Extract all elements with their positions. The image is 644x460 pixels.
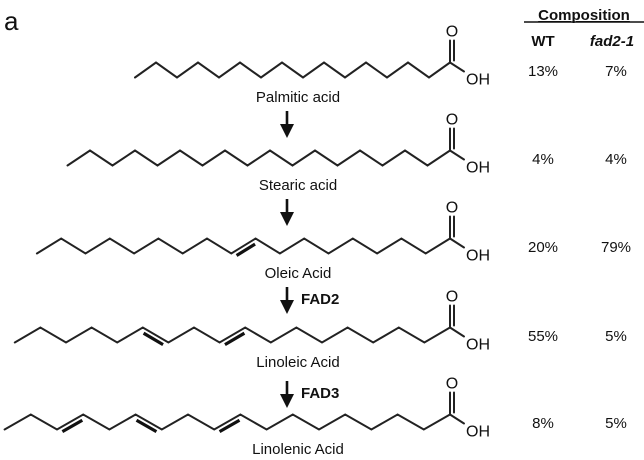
wt-percentage: 13%	[528, 63, 558, 80]
double-bond	[235, 242, 256, 257]
double-bonds	[61, 418, 241, 433]
carbon-chain	[3, 413, 451, 431]
mutant-column-header: fad2-1	[590, 33, 634, 50]
oxygen-label: O	[446, 289, 458, 306]
hydroxyl-label: OH	[466, 248, 490, 265]
molecule-row-palmitic: O OH Palmitic acid 13% 7%	[134, 24, 627, 106]
reaction-arrow-fad3: FAD3	[280, 381, 339, 408]
double-bond	[135, 418, 158, 433]
acid-name: Linolenic Acid	[252, 441, 344, 458]
acid-name: Oleic Acid	[265, 265, 332, 282]
panel-label: a	[4, 6, 19, 36]
hydroxyl-bond	[449, 237, 465, 249]
hydroxyl-label: OH	[466, 72, 490, 89]
wt-percentage: 55%	[528, 328, 558, 345]
hydroxyl-bond	[449, 61, 465, 73]
reaction-arrow-2	[280, 199, 294, 226]
enzyme-label: FAD3	[301, 385, 339, 402]
hydroxyl-bond	[449, 413, 465, 425]
double-bond	[61, 418, 84, 433]
wt-percentage: 20%	[528, 239, 558, 256]
double-bond	[224, 331, 246, 346]
hydroxyl-label: OH	[466, 337, 490, 354]
molecule-row-linolenic: O OH Linolenic Acid 8% 5%	[3, 376, 627, 458]
mutant-percentage: 5%	[605, 415, 627, 432]
carbon-chain	[13, 326, 451, 344]
molecule-row-stearic: O OH Stearic acid 4% 4%	[66, 112, 627, 194]
hydroxyl-bond	[449, 326, 465, 338]
double-bond	[142, 331, 164, 346]
double-bonds	[235, 242, 256, 257]
wt-percentage: 4%	[532, 151, 554, 168]
mutant-percentage: 79%	[601, 239, 631, 256]
oxygen-label: O	[446, 112, 458, 129]
wt-column-header: WT	[531, 33, 554, 50]
wt-percentage: 8%	[532, 415, 554, 432]
double-bonds	[142, 331, 246, 346]
mutant-percentage: 5%	[605, 328, 627, 345]
molecule-row-oleic: O OH Oleic Acid 20% 79%	[35, 200, 631, 282]
hydroxyl-bond	[449, 149, 465, 161]
carbon-chain	[35, 237, 451, 255]
acid-name: Palmitic acid	[256, 89, 340, 106]
carbon-chain	[66, 149, 451, 167]
acid-name: Stearic acid	[259, 177, 337, 194]
reaction-arrow-1	[280, 111, 294, 138]
enzyme-label: FAD2	[301, 291, 339, 308]
mutant-percentage: 7%	[605, 63, 627, 80]
oxygen-label: O	[446, 200, 458, 217]
hydroxyl-label: OH	[466, 424, 490, 441]
oxygen-label: O	[446, 376, 458, 393]
composition-header: Composition	[538, 7, 630, 24]
double-bond	[218, 418, 241, 433]
molecule-row-linoleic: O OH Linoleic Acid 55% 5%	[13, 289, 627, 371]
carbon-chain	[134, 61, 451, 79]
hydroxyl-label: OH	[466, 160, 490, 177]
acid-name: Linoleic Acid	[256, 354, 339, 371]
mutant-percentage: 4%	[605, 151, 627, 168]
reaction-arrow-fad2: FAD2	[280, 287, 339, 314]
oxygen-label: O	[446, 24, 458, 41]
